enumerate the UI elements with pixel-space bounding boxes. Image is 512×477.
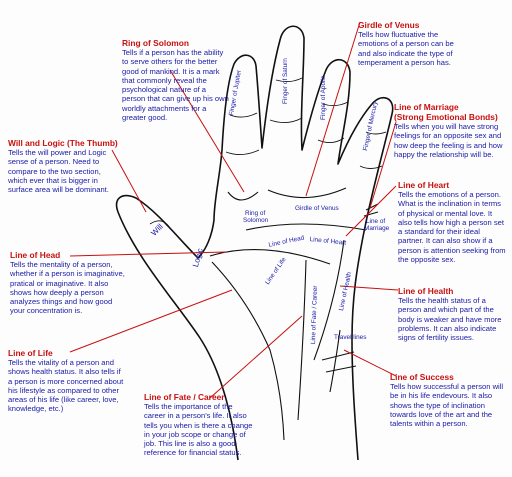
annotation-text: Tells the will power and Logic sense of …	[8, 148, 109, 195]
annotation-text: Tells the mentality of a person, whether…	[10, 260, 125, 316]
health-line	[313, 239, 345, 361]
annotation-title: Line of Life	[8, 348, 53, 358]
ring-of-solomon-label-1: Ring of	[245, 210, 266, 217]
annotation-text: Tells the importance of the career in a …	[144, 402, 253, 458]
finger-of-apollo-label: Finger of Apollo	[320, 75, 327, 120]
travel-line-2	[325, 365, 357, 373]
marriage-line-1	[365, 203, 379, 211]
annotation-title: Line of Success	[390, 372, 454, 382]
annotation-text: Tells how successful a person will be in…	[390, 382, 504, 429]
finger-of-saturn-label: Finger of Saturn	[282, 58, 289, 104]
line-of-marriage-label-2: Marriage	[364, 225, 390, 232]
annotation-title: Line of Heart	[398, 180, 450, 190]
head-line	[209, 249, 331, 265]
annotation-text: Tells how fluctuative the emotions of a …	[358, 30, 454, 67]
girdle-of-venus-line	[267, 187, 347, 199]
girdle-of-venus-label: Girdle of Venus	[295, 205, 339, 212]
annotation-text: Tells the vitality of a person and shows…	[8, 358, 124, 414]
heart-line	[245, 223, 367, 231]
annotation-text: Tells if a person has the ability to ser…	[122, 48, 229, 123]
ring-of-solomon-label-2: Solomon	[243, 217, 269, 224]
annotation-title: Line of Fate / Career	[144, 392, 225, 402]
annotation-title: Line of Health	[398, 286, 454, 296]
annotation-will-and-logic: Will and Logic (The Thumb) Tells the wil…	[8, 138, 120, 194]
fate-line	[297, 259, 307, 421]
annotation-ring-of-solomon: Ring of Solomon Tells if a person has th…	[122, 38, 230, 122]
ring-of-solomon-line	[227, 191, 259, 201]
success-line	[329, 329, 341, 393]
annotation-text: Tells when you will have strong feelings…	[394, 122, 503, 159]
annotation-line-of-head: Line of Head Tells the mentality of a pe…	[10, 250, 128, 316]
travel-lines-label: Travel lines	[334, 334, 367, 341]
travel-line-1	[321, 351, 355, 361]
annotation-title: Girdle of Venus	[358, 20, 420, 30]
pointer-lines	[69, 21, 399, 399]
annotation-title: Ring of Solomon	[122, 38, 189, 48]
annotation-line-of-marriage: Line of Marriage (Strong Emotional Bonds…	[394, 102, 506, 159]
annotation-title: Line of Head	[10, 250, 61, 260]
annotation-line-of-fate: Line of Fate / Career Tells the importan…	[144, 392, 256, 458]
annotation-title: Line of Marriage	[394, 102, 459, 112]
annotation-title-secondary: (Strong Emotional Bonds)	[394, 112, 498, 122]
annotation-text: Tells the health status of a person and …	[398, 296, 502, 343]
annotation-title: Will and Logic (The Thumb)	[8, 138, 118, 148]
annotation-line-of-life: Line of Life Tells the vitality of a per…	[8, 348, 126, 414]
line-of-marriage-label-1: Line of	[366, 218, 386, 225]
palm-lines	[209, 187, 379, 441]
annotation-line-of-success: Line of Success Tells how successful a p…	[390, 372, 504, 428]
finger-creases	[149, 77, 387, 229]
annotation-text: Tells the emotions of a person. What is …	[398, 190, 506, 265]
annotation-line-of-health: Line of Health Tells the health status o…	[398, 286, 506, 342]
hand-outline	[115, 25, 394, 461]
annotation-girdle-of-venus: Girdle of Venus Tells how fluctuative th…	[358, 20, 464, 67]
life-line	[211, 261, 285, 441]
annotation-line-of-heart: Line of Heart Tells the emotions of a pe…	[398, 180, 506, 264]
